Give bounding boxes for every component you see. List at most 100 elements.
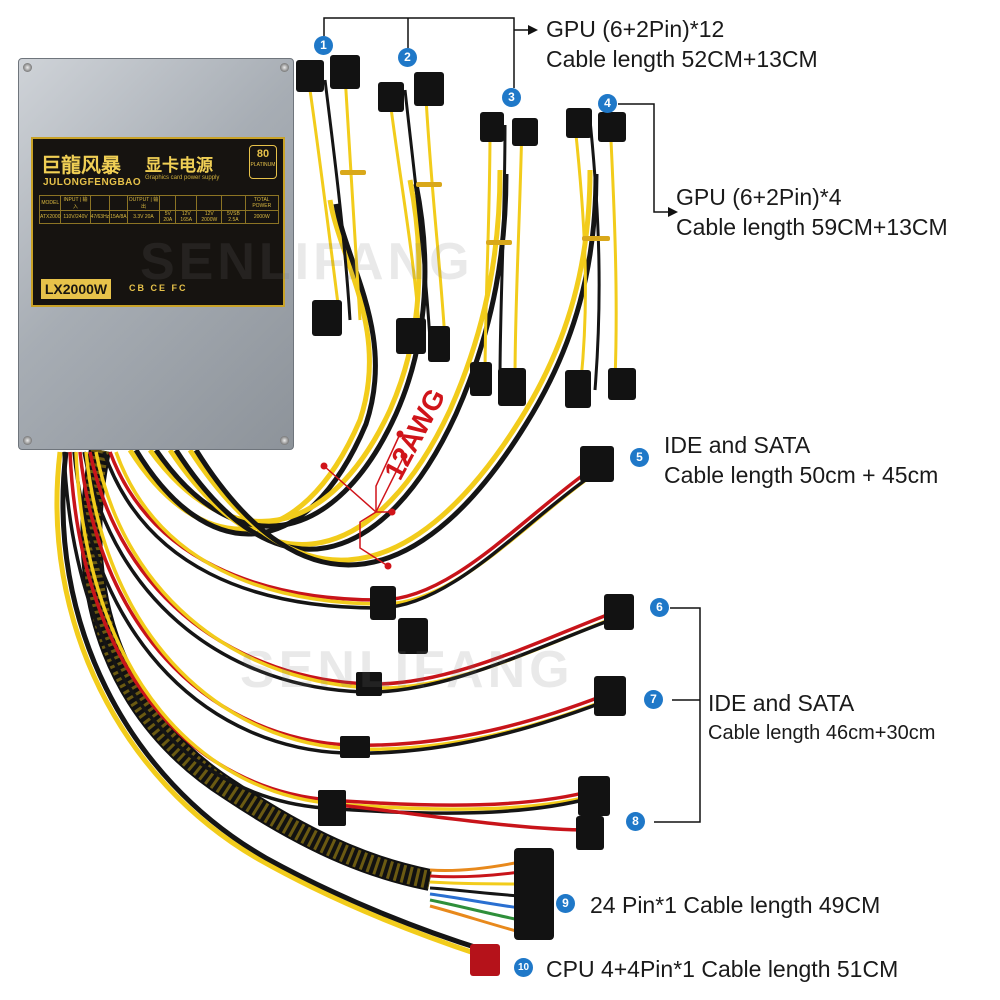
spec-cell: 15A/8A <box>109 210 128 224</box>
watermark: SENLIFANG <box>240 641 574 699</box>
pin24-wires <box>429 860 521 934</box>
gpu-connector <box>330 55 360 89</box>
gpu-connector <box>565 370 591 408</box>
arrow-icon <box>528 25 538 35</box>
gpu-connector <box>296 60 324 92</box>
brand-en: JULONGFENGBAO <box>43 177 142 188</box>
gpu-bundle-4 <box>573 119 618 391</box>
product-subtitle: Graphics card power supply <box>145 175 220 181</box>
spec-cell: 12V 165A <box>175 210 198 224</box>
spec-cell <box>159 195 177 211</box>
spec-cell <box>196 195 223 211</box>
gpu-connector <box>428 326 450 362</box>
gpu-bundle-3 <box>483 119 524 381</box>
callout-badge-9: 9 <box>556 894 575 913</box>
caption-ide-b: IDE and SATA Cable length 46cm+30cm <box>708 688 935 748</box>
caption-24pin: 24 Pin*1 Cable length 49CM <box>590 892 881 918</box>
caption-gpu-a-title: GPU (6+2Pin)*12 <box>546 16 725 42</box>
molex-connector <box>370 586 396 620</box>
spec-cell: 12V 2000W <box>196 210 223 224</box>
spec-cell: 2000W <box>244 210 280 224</box>
spec-cell <box>221 195 246 211</box>
sata-connector <box>340 736 370 758</box>
spec-cell: TOTAL POWER <box>244 195 280 211</box>
callout-badge-4: 4 <box>598 94 617 113</box>
caption-ide-b-title: IDE and SATA <box>708 690 855 716</box>
spec-cell: 47/63Hz <box>89 210 111 224</box>
caption-ide-a-length: Cable length 50cm + 45cm <box>664 462 939 488</box>
gpu-connector <box>498 368 526 406</box>
callout-badge-5: 5 <box>630 448 649 467</box>
molex-connector <box>576 816 604 850</box>
caption-gpu-b-length: Cable length 59CM+13CM <box>676 214 948 240</box>
spec-cell: OUTPUT | 输出 <box>126 195 161 211</box>
callout-badge-8: 8 <box>626 812 645 831</box>
caption-gpu-b-title: GPU (6+2Pin)*4 <box>676 184 842 210</box>
gpu-connector <box>608 368 636 400</box>
gpu-connector <box>512 118 538 146</box>
spec-cell: MODEL <box>38 195 62 211</box>
spec-cell: 5VSB 2.5A <box>221 210 246 224</box>
spec-cell <box>89 195 111 211</box>
gpu-connector <box>414 72 444 106</box>
awg-dots <box>320 430 408 570</box>
caption-ide-a: IDE and SATA Cable length 50cm + 45cm <box>664 430 938 490</box>
screw <box>280 63 289 72</box>
80plus-badge: 80 PLATINUM <box>249 145 277 179</box>
arrow-icon <box>668 207 678 217</box>
sata-connector <box>356 672 382 696</box>
connectors <box>296 55 636 976</box>
caption-ide-a-title: IDE and SATA <box>664 432 811 458</box>
screw <box>23 63 32 72</box>
gpu-connector <box>480 112 504 142</box>
80plus-number: 80 <box>256 148 270 160</box>
gpu-bundle-2 <box>388 79 447 341</box>
spec-cell <box>109 195 128 211</box>
cpu-connector <box>470 944 500 976</box>
psu-label: 巨龍风暴 JULONGFENGBAO 显卡电源 Graphics card po… <box>31 137 285 307</box>
certification-marks: CB CE FC <box>129 283 188 293</box>
callout-badge-7: 7 <box>644 690 663 709</box>
cpu-cable-black <box>60 451 485 953</box>
cpu-cable-yellow <box>54 451 481 958</box>
caption-cpu: CPU 4+4Pin*1 Cable length 51CM <box>546 956 899 982</box>
molex-connector <box>398 618 428 654</box>
gpu-connector <box>396 318 426 354</box>
molex-connector <box>578 776 610 816</box>
product-title-cn: 显卡电源 <box>145 156 213 175</box>
sata-connector <box>318 790 346 826</box>
molex-connector <box>604 594 634 630</box>
callout-lines <box>323 17 701 823</box>
screw <box>280 436 289 445</box>
cable-ties <box>340 170 610 245</box>
gpu-connector <box>312 300 342 336</box>
screw <box>23 436 32 445</box>
power-supply-unit: 巨龍风暴 JULONGFENGBAO 显卡电源 Graphics card po… <box>18 58 294 450</box>
gpu-connector <box>566 108 592 138</box>
callout-badge-10: 10 <box>514 958 533 977</box>
callout-badge-1: 1 <box>314 36 333 55</box>
gpu-connector <box>470 362 492 396</box>
awg-indicator <box>323 433 405 567</box>
gpu-connector <box>598 112 626 142</box>
spec-cell: INPUT | 输入 <box>60 195 91 211</box>
pin24-connector <box>514 848 554 940</box>
molex-connector <box>580 446 614 482</box>
callout-badge-3: 3 <box>502 88 521 107</box>
spec-cell: 3.3V 20A <box>126 210 161 224</box>
spec-cell <box>175 195 198 211</box>
callout-badge-2: 2 <box>398 48 417 67</box>
gpu-main-cables <box>127 169 599 568</box>
model-label: LX2000W <box>41 279 111 299</box>
caption-gpu-a-length: Cable length 52CM+13CM <box>546 46 818 72</box>
gpu-connector <box>378 82 404 112</box>
spec-cell: ATX2000 <box>38 210 62 224</box>
watermark: SENLIFANG <box>140 233 474 291</box>
80plus-tier: PLATINUM <box>250 162 276 168</box>
gpu-bundle-1 <box>308 74 362 321</box>
spec-cell: 5V 20A <box>159 210 177 224</box>
